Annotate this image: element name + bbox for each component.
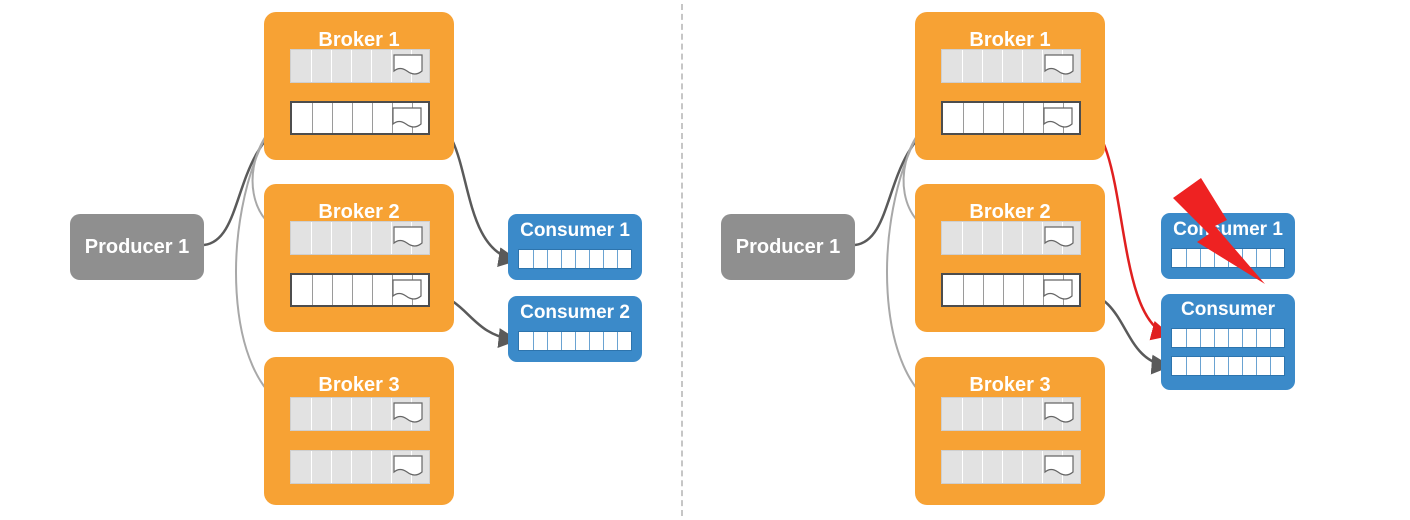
consumer-queue-b <box>1171 356 1285 376</box>
consumer-rebalanced-title: Consumer <box>1181 299 1275 320</box>
partition-3b <box>290 450 430 484</box>
partition-1a <box>941 49 1081 83</box>
partition-2a <box>941 221 1081 255</box>
message-document-icon <box>1044 54 1074 75</box>
message-document-icon <box>1043 279 1073 300</box>
broker-3: Broker 3 <box>915 357 1105 505</box>
partition-3a <box>941 397 1081 431</box>
consumer-2-title: Consumer 2 <box>520 302 630 323</box>
message-document-icon <box>1044 402 1074 423</box>
message-document-icon <box>1043 107 1073 128</box>
message-document-icon <box>393 455 423 476</box>
broker-1-title: Broker 1 <box>969 29 1051 51</box>
partition-2b-active <box>941 273 1081 307</box>
partition-1b-active <box>941 101 1081 135</box>
broker-2-title: Broker 2 <box>969 201 1051 223</box>
message-document-icon <box>392 279 422 300</box>
partition-2b-active <box>290 273 430 307</box>
consumer-rebalanced: Consumer <box>1161 294 1295 390</box>
panel-divider <box>681 4 683 516</box>
consumer-2-queue <box>518 331 632 351</box>
broker-2-title: Broker 2 <box>318 201 400 223</box>
broker-2: Broker 2 <box>915 184 1105 332</box>
consumer-1-title: Consumer 1 <box>520 220 630 241</box>
consumer-1: Consumer 1 <box>508 214 642 280</box>
message-document-icon <box>1044 455 1074 476</box>
consumer-1-queue <box>518 249 632 269</box>
panel-normal-operation: Producer 1 Broker 1 Broker 2 Broker 3 <box>0 0 700 520</box>
message-document-icon <box>393 226 423 247</box>
producer-1-label: Producer 1 <box>84 236 190 258</box>
consumer-2: Consumer 2 <box>508 296 642 362</box>
consumer-queue-a <box>1171 328 1285 348</box>
message-document-icon <box>393 54 423 75</box>
broker-3-title: Broker 3 <box>969 374 1051 396</box>
broker-3-title: Broker 3 <box>318 374 400 396</box>
partition-3a <box>290 397 430 431</box>
broker-1: Broker 1 <box>915 12 1105 160</box>
partition-1b-active <box>290 101 430 135</box>
producer-1: Producer 1 <box>721 214 855 280</box>
message-document-icon <box>393 402 423 423</box>
partition-3b <box>941 450 1081 484</box>
broker-1-title: Broker 1 <box>318 29 400 51</box>
broker-2: Broker 2 <box>264 184 454 332</box>
broker-1: Broker 1 <box>264 12 454 160</box>
producer-1: Producer 1 <box>70 214 204 280</box>
partition-2a <box>290 221 430 255</box>
lightning-bolt-icon <box>1173 178 1265 284</box>
message-document-icon <box>392 107 422 128</box>
panel-consumer-failover: Producer 1 Broker 1 Broker 2 Broker 3 <box>651 0 1351 520</box>
partition-1a <box>290 49 430 83</box>
broker-3: Broker 3 <box>264 357 454 505</box>
message-document-icon <box>1044 226 1074 247</box>
producer-1-label: Producer 1 <box>735 236 841 258</box>
